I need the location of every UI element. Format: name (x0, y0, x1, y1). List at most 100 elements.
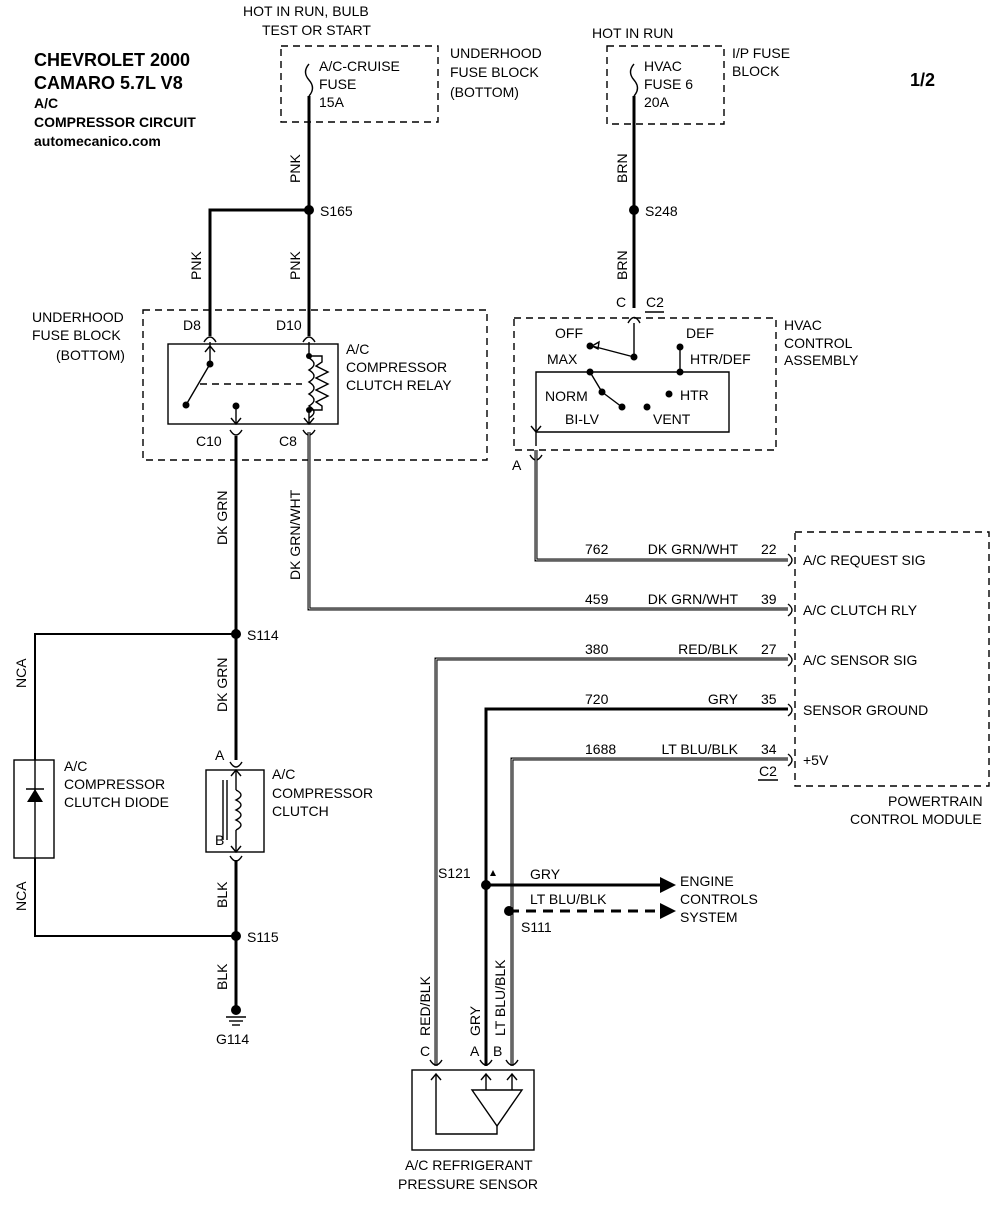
clutch-coil-icon (234, 789, 242, 831)
hvac-mode-switch (591, 345, 635, 358)
pcm-row-signal: A/C SENSOR SIG (803, 652, 917, 668)
sensor-wire-red-blk: RED/BLK (417, 975, 433, 1036)
relay-block-line3: (BOTTOM) (56, 347, 125, 363)
fuse2-block-line2: BLOCK (732, 63, 780, 79)
pcm-row-signal: A/C CLUTCH RLY (803, 602, 918, 618)
underhood-fuse-block-relay (142, 309, 488, 461)
relay-body (167, 343, 339, 425)
wire-720 (484, 707, 788, 1066)
clutch-name1: A/C (272, 766, 295, 782)
pcm-row-signal: A/C REQUEST SIG (803, 552, 926, 568)
hvac-mode-norm: NORM (545, 388, 588, 404)
relay-pin-c8: C8 (279, 433, 297, 449)
hvac-mode-def: DEF (686, 325, 714, 341)
clutch-name3: CLUTCH (272, 803, 329, 819)
pcm-row-color: GRY (708, 691, 739, 707)
wire-dk-grn-lower: DK GRN (214, 658, 230, 712)
splice-s115-label: S115 (247, 929, 279, 945)
hvac-internal-bus (535, 371, 730, 446)
hvac-mode-max: MAX (547, 351, 578, 367)
ground-g114: G114 (216, 1031, 249, 1047)
diode-name1: A/C (64, 758, 87, 774)
arrow-engine-controls-gry-icon (660, 877, 676, 893)
fuse1-hot-line2: TEST OR START (262, 22, 371, 38)
fuse2-name1: HVAC (644, 58, 682, 74)
header-model: CAMARO 5.7L V8 (34, 73, 183, 93)
pcm-row-color: DK GRN/WHT (648, 591, 739, 607)
pcm-name2: CONTROL MODULE (850, 811, 982, 827)
header-make: CHEVROLET 2000 (34, 50, 190, 70)
fuse2-symbol (629, 63, 639, 97)
relay-pin-d8: D8 (183, 317, 201, 333)
wire-pnk-right: PNK (287, 251, 303, 280)
engine-controls-branch: S121 GRY S111 LT BLU/BLK ENGINE CONTROLS… (438, 865, 758, 935)
pnk-wires: S165 PNK PNK PNK (188, 96, 353, 336)
fuse2-hot-line: HOT IN RUN (592, 25, 673, 41)
wire-nca-lower: NCA (13, 881, 29, 911)
header-circuit: COMPRESSOR CIRCUIT (34, 114, 196, 130)
fuse2-block-line1: I/P FUSE (732, 45, 790, 61)
hvac-mode-vent: VENT (653, 411, 691, 427)
sensor-internal-wiring (435, 1074, 498, 1135)
sensor-amplifier-icon (470, 1089, 524, 1128)
pcm-row-color: DK GRN/WHT (648, 541, 739, 557)
pcm-row-circuit: 380 (585, 641, 609, 657)
sensor-pin-a: A (470, 1043, 480, 1059)
diode-name3: CLUTCH DIODE (64, 794, 169, 810)
fuse1-block-line2: FUSE BLOCK (450, 64, 539, 80)
fuse2-rating: 20A (644, 94, 670, 110)
sensor-wire-lt-blu-blk: LT BLU/BLK (492, 959, 508, 1036)
wire-pnk-left: PNK (188, 251, 204, 280)
pcm-row-signal: SENSOR GROUND (803, 702, 928, 718)
header-source: automecanico.com (34, 133, 161, 149)
wire-pnk-upper: PNK (287, 154, 303, 183)
clutch-pin-b: B (215, 832, 224, 848)
hvac-pin-a: A (512, 457, 522, 473)
pcm-name1: POWERTRAIN (888, 793, 983, 809)
pcm-row-circuit: 459 (585, 591, 609, 607)
clutch-circuit: DK GRN DK GRN/WHT S114 DK GRN NCA NCA A/… (13, 436, 373, 1047)
arrow-engine-controls-blu-icon (660, 903, 676, 919)
sensor-wire-gry: GRY (467, 1005, 483, 1036)
relay-d10-connector (302, 336, 316, 343)
sensor-name2: PRESSURE SENSOR (398, 1176, 538, 1192)
pcm-wires (307, 432, 788, 1066)
clutch-pin-a: A (215, 747, 225, 763)
pcm-pin-connector (787, 703, 793, 717)
diagram-header: CHEVROLET 2000 CAMARO 5.7L V8 A/C COMPRE… (34, 50, 935, 149)
relay-block-line2: FUSE BLOCK (32, 327, 121, 343)
wire-blk-upper: BLK (214, 881, 230, 908)
fuse1-hot-line1: HOT IN RUN, BULB (243, 3, 369, 19)
hvac-pin-c: C (616, 294, 626, 310)
wire-nca-upper: NCA (13, 658, 29, 688)
engine-wire-gry: GRY (530, 866, 561, 882)
relay-pin-c10: C10 (196, 433, 222, 449)
hvac-c-connector (627, 316, 641, 324)
underhood-fuse-block-top (280, 45, 439, 123)
hvac-mode-bi-lv: BI-LV (565, 411, 600, 427)
fuse1-symbol (304, 63, 314, 97)
splice-s114-label: S114 (247, 627, 279, 643)
splice-s115 (231, 931, 241, 941)
wire-brn-upper: BRN (614, 153, 630, 183)
engine-name2: CONTROLS (680, 891, 758, 907)
pcm-row-color: LT BLU/BLK (661, 741, 738, 757)
relay-pin-d10: D10 (276, 317, 302, 333)
fuse1-name2: FUSE (319, 76, 356, 92)
relay-name1: A/C (346, 341, 369, 357)
fuse1-block-line3: (BOTTOM) (450, 84, 519, 100)
splice-s165 (304, 205, 314, 215)
pcm-row-pin: 27 (761, 641, 777, 657)
pcm-row-pin: 34 (761, 741, 777, 757)
pcm-pin-connector (787, 753, 793, 767)
hvac-mode-htr: HTR (680, 387, 709, 403)
relay-c10-connector (229, 429, 243, 436)
sensor-body (411, 1069, 535, 1151)
clutch-diode-body (13, 759, 55, 859)
splice-s165-label: S165 (320, 203, 353, 219)
engine-name1: ENGINE (680, 873, 734, 889)
relay-coil (307, 357, 315, 419)
relay-block-line1: UNDERHOOD (32, 309, 124, 325)
